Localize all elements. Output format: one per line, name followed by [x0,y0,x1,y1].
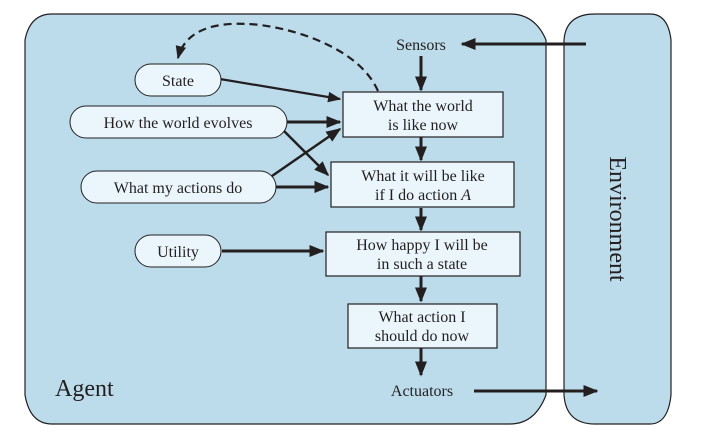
oval-world-evolves-label: How the world evolves [104,115,253,132]
box-happy: How happy I will be in such a state [325,231,521,277]
box-will-be-line2: if I do action A [375,187,471,204]
box-will-be-line1: What it will be like [361,168,485,185]
sensors-label: Sensors [396,37,446,54]
box-world-now: What the world is like now [342,91,504,138]
feedback-dashed-arrow [175,22,380,92]
oval-actions-do: What my actions do [80,170,277,204]
box-action: What action I should do now [347,303,498,349]
oval-utility-label: Utility [157,244,199,261]
environment-label: Environment [604,156,630,282]
box-will-be-line2-text: if I do action [375,187,461,204]
actuators-label: Actuators [391,383,453,400]
oval-state: State [134,63,222,97]
agent-label: Agent [55,376,114,402]
oval-state-label: State [162,73,194,90]
box-happy-line2: in such a state [377,256,467,273]
oval-world-evolves: How the world evolves [69,105,288,139]
box-world-now-line1: What the world [373,98,473,115]
box-world-now-line2: is like now [388,117,459,134]
action-variable: A [460,187,471,204]
box-happy-line1: How happy I will be [356,237,488,254]
box-action-line2: should do now [375,328,470,345]
state-to-world-arrow [219,77,342,103]
oval-utility: Utility [134,234,222,268]
oval-actions-do-label: What my actions do [114,180,242,197]
box-will-be: What it will be like if I do action A [330,161,515,208]
agent-container [24,13,547,425]
actions-to-world-arrow [271,127,342,178]
environment-container [563,13,672,425]
box-action-line1: What action I [378,309,465,326]
